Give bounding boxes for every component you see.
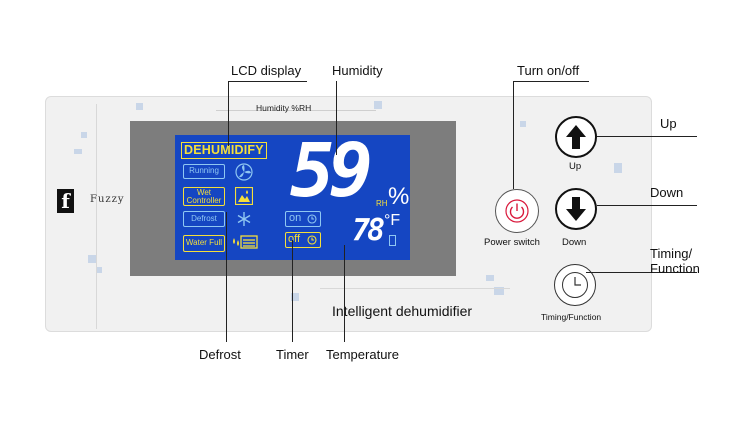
power-icon bbox=[505, 199, 529, 223]
decorative-pixel bbox=[88, 255, 96, 263]
decorative-pixel bbox=[136, 103, 143, 110]
decorative-pixel bbox=[520, 121, 526, 127]
temperature-readout: 78 bbox=[352, 213, 385, 248]
decorative-pixel bbox=[374, 101, 382, 109]
callout-line bbox=[513, 81, 589, 82]
callout-turn-on-off: Turn on/off bbox=[517, 63, 580, 78]
defrost-indicator: Defrost bbox=[183, 211, 225, 227]
clock-icon bbox=[307, 235, 317, 245]
up-button-label: Up bbox=[569, 161, 582, 172]
humidity-rh-unit: RH bbox=[376, 199, 388, 208]
callout-timing-function-line2: Function bbox=[650, 261, 700, 276]
humidity-percent-sign: % bbox=[388, 183, 410, 210]
temperature-unit: °F bbox=[384, 212, 401, 229]
decorative-pixel bbox=[291, 293, 299, 301]
lcd-display bbox=[175, 135, 410, 260]
power-button[interactable] bbox=[495, 189, 539, 233]
moisture-icon bbox=[234, 186, 254, 210]
decorative-pixel bbox=[486, 275, 494, 281]
callout-down: Down bbox=[650, 185, 684, 200]
decor-line bbox=[96, 104, 97, 329]
decor-line bbox=[320, 288, 510, 289]
arrow-up-icon bbox=[566, 125, 586, 149]
decorative-pixel bbox=[494, 287, 504, 295]
callout-humidity: Humidity bbox=[332, 63, 383, 78]
wet-controller-label-1: Wet bbox=[196, 188, 212, 197]
callout-line bbox=[597, 205, 697, 206]
down-button[interactable] bbox=[555, 188, 597, 230]
water-full-indicator: Water Full bbox=[183, 235, 225, 252]
callout-line bbox=[513, 81, 514, 189]
decorative-pixel bbox=[614, 163, 622, 173]
timer-on-label: on bbox=[289, 212, 302, 224]
mode-indicator: DEHUMIDIFY bbox=[181, 142, 267, 159]
callout-timing-function-line1: Timing/ bbox=[650, 246, 693, 261]
wet-controller-indicator: Wet Controller bbox=[183, 187, 225, 206]
running-indicator: Running bbox=[183, 164, 225, 179]
callout-line bbox=[226, 212, 227, 342]
clock-icon bbox=[307, 214, 317, 224]
timing-function-button-label: Timing/Function bbox=[541, 312, 602, 322]
timer-off-label: off bbox=[288, 233, 301, 245]
callout-line bbox=[336, 81, 337, 155]
decorative-pixel bbox=[81, 132, 87, 138]
brand-name: Fuzzy bbox=[90, 194, 125, 205]
fan-icon bbox=[235, 163, 253, 186]
callout-defrost: Defrost bbox=[199, 347, 241, 362]
power-button-label: Power switch bbox=[484, 237, 540, 248]
timer-on-indicator: on bbox=[285, 211, 321, 227]
callout-line bbox=[228, 81, 307, 82]
humidity-readout: 59 bbox=[290, 128, 373, 214]
callout-line bbox=[586, 272, 697, 273]
snowflake-icon bbox=[236, 211, 252, 232]
callout-line bbox=[344, 245, 345, 342]
decorative-pixel bbox=[96, 267, 102, 273]
arrow-down-icon bbox=[566, 197, 586, 221]
callout-line bbox=[292, 240, 293, 342]
battery-icon bbox=[389, 235, 396, 246]
callout-lcd-display: LCD display bbox=[231, 63, 302, 78]
callout-temperature: Temperature bbox=[326, 347, 399, 362]
product-name: Intelligent dehumidifier bbox=[332, 303, 473, 319]
brand-logo: f bbox=[57, 189, 74, 213]
wet-controller-label-2: Controller bbox=[186, 196, 222, 205]
callout-line bbox=[597, 136, 697, 137]
clock-icon bbox=[562, 272, 588, 298]
timing-function-button[interactable] bbox=[554, 264, 596, 306]
humidity-header: Humidity %RH bbox=[256, 103, 312, 113]
decorative-pixel bbox=[74, 149, 82, 154]
callout-timer: Timer bbox=[276, 347, 309, 362]
callout-line bbox=[228, 81, 229, 146]
down-button-label: Down bbox=[562, 237, 587, 248]
decor-line bbox=[216, 110, 376, 111]
water-tank-icon bbox=[231, 234, 259, 255]
timer-off-indicator: off bbox=[285, 232, 321, 248]
callout-up: Up bbox=[660, 116, 677, 131]
up-button[interactable] bbox=[555, 116, 597, 158]
